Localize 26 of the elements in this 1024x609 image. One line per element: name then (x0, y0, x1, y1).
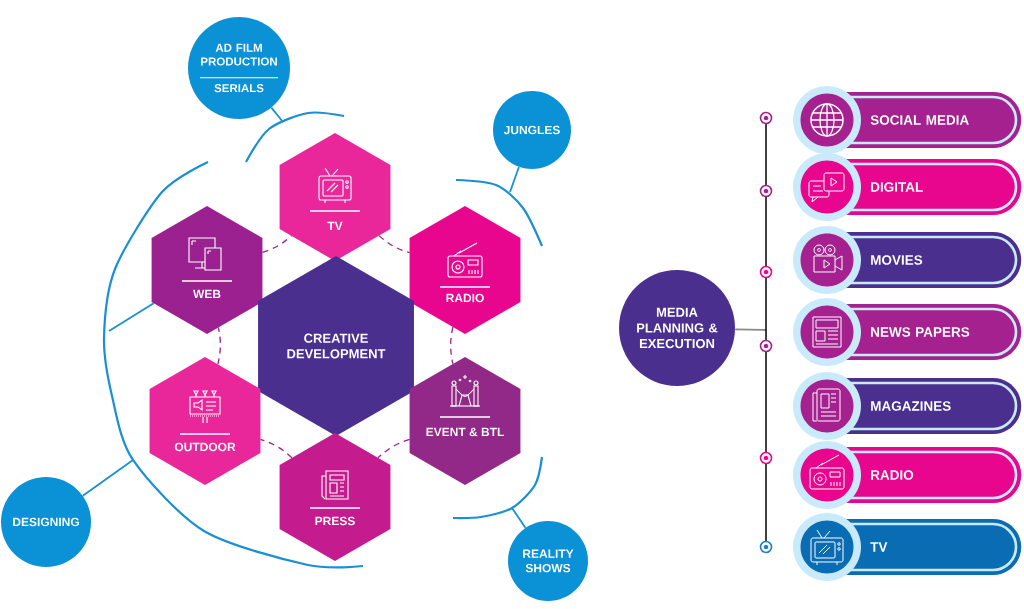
leader-line (734, 328, 767, 331)
leader-line (108, 302, 155, 332)
dashed-connector (378, 234, 411, 254)
hexagon-tile: CREATIVE DEVELOPMENT (258, 256, 414, 436)
media-pill: RADIO (793, 441, 1022, 509)
media-pill: MAGAZINES (793, 372, 1022, 440)
media-pill: TV (793, 513, 1022, 581)
dashed-connector (377, 438, 411, 459)
hexagon-tile: WEB (151, 206, 263, 334)
dashed-connector (259, 438, 293, 459)
dashed-connector (450, 326, 454, 365)
media-pill: NEWS PAPERS (793, 298, 1022, 366)
leader-line (81, 459, 134, 497)
media-pill: SOCIAL MEDIA (793, 86, 1022, 154)
leader-line (270, 106, 284, 123)
hexagon-tile: TV (279, 133, 391, 261)
media-pill: MOVIES (793, 226, 1022, 294)
dashed-connector (261, 235, 293, 253)
hexagon-tile: RADIO (409, 206, 521, 334)
leader-line (511, 507, 527, 529)
dashed-connector (217, 326, 222, 366)
hexagon-tile: OUTDOOR (149, 357, 261, 485)
hexagon-tile: EVENT & BTL (409, 357, 521, 485)
media-pill: DIGITAL (793, 153, 1022, 221)
leader-line (509, 166, 520, 193)
hexagon-tile: PRESS (279, 433, 391, 561)
